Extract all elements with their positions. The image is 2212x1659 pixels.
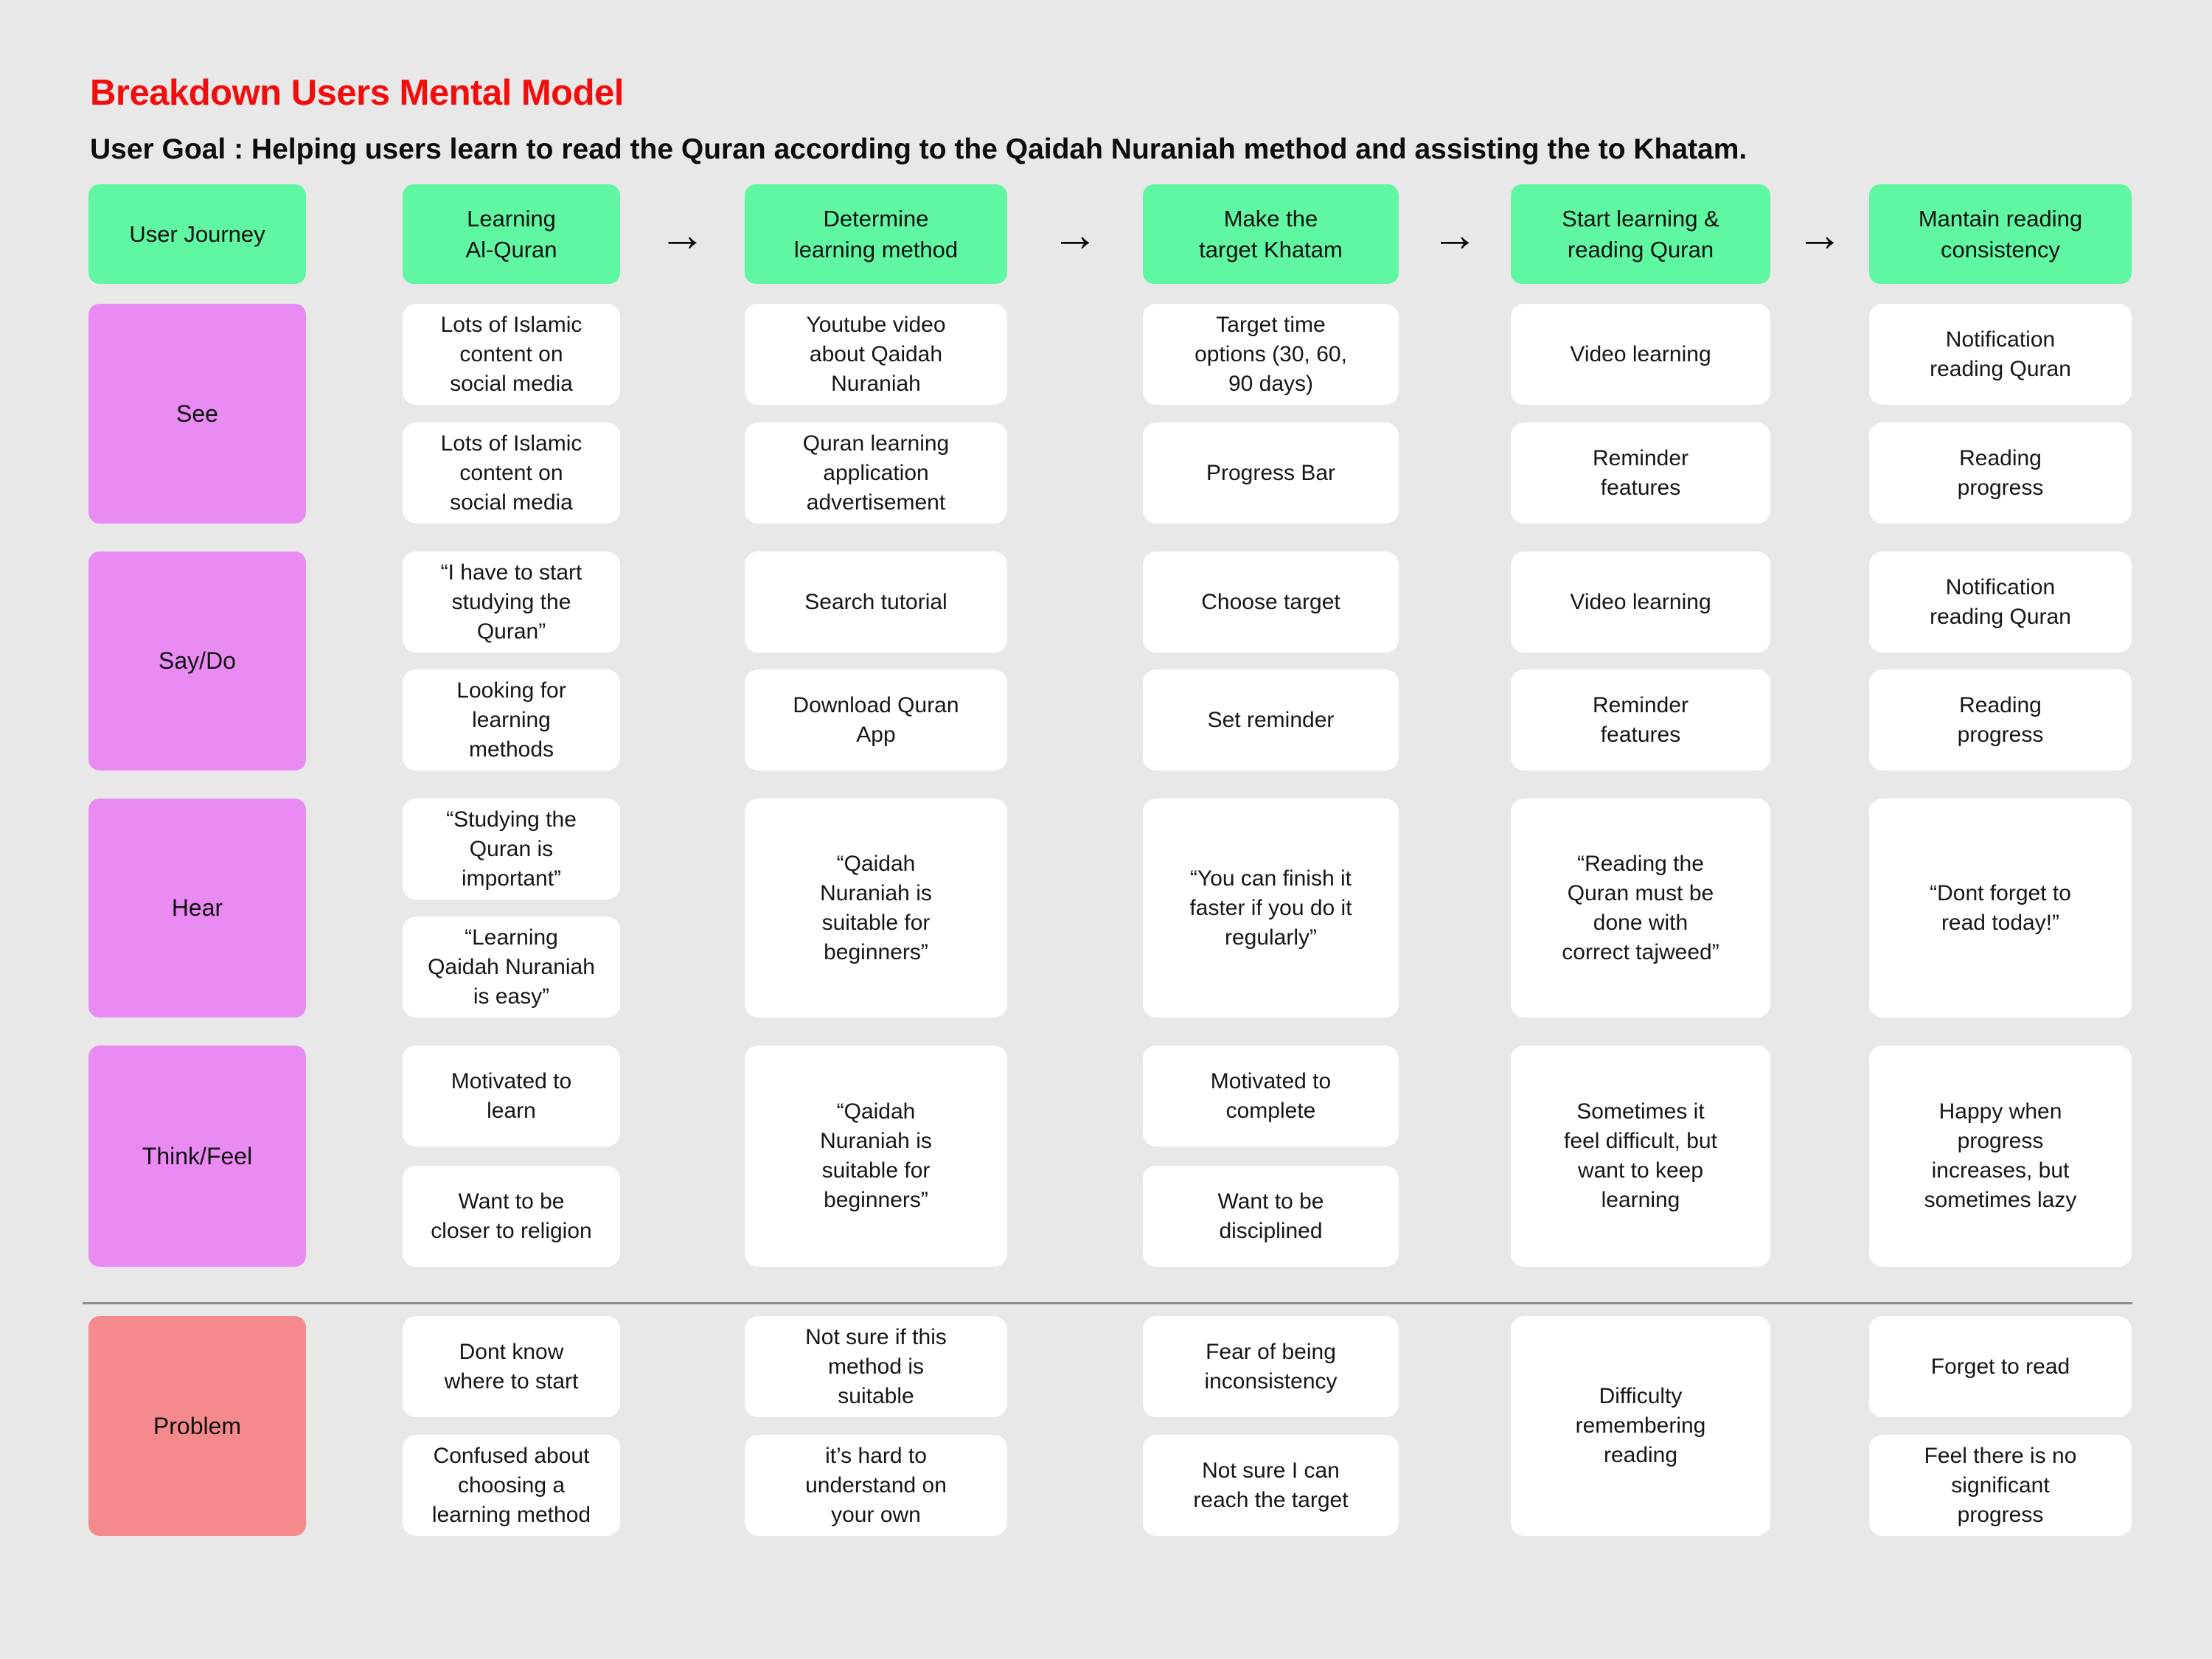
card: Target time options (30, 60, 90 days) <box>1143 304 1399 405</box>
cell: Difficulty remembering reading <box>1511 1316 1770 1536</box>
card: Video learning <box>1511 304 1770 405</box>
card: Happy when progress increases, but somet… <box>1869 1046 2132 1267</box>
card: “Learning Qaidah Nuraniah is easy” <box>403 917 620 1018</box>
card: “Qaidah Nuraniah is suitable for beginne… <box>745 1046 1007 1267</box>
card: Difficulty remembering reading <box>1511 1316 1770 1536</box>
cell: “Reading the Quran must be done with cor… <box>1511 799 1770 1018</box>
card: “I have to start studying the Quran” <box>403 552 620 653</box>
card: Reminder features <box>1511 422 1770 524</box>
card: Lots of Islamic content on social media <box>403 304 620 405</box>
stage-header: Mantain reading consistency <box>1869 184 2132 284</box>
stage-header: Determine learning method <box>745 184 1007 284</box>
card: Want to be closer to religion <box>403 1166 620 1267</box>
card: Motivated to learn <box>403 1046 620 1147</box>
journey-grid: User Journey Learning Al-Quran → Determine … <box>88 184 2132 1536</box>
cell: “You can finish it faster if you do it r… <box>1143 799 1399 1018</box>
card: Fear of being inconsistency <box>1143 1316 1399 1417</box>
card: Youtube video about Qaidah Nuraniah <box>745 304 1007 405</box>
cell: Sometimes it feel difficult, but want to… <box>1511 1046 1770 1267</box>
card: Search tutorial <box>745 552 1007 653</box>
card: it’s hard to understand on your own <box>745 1435 1007 1536</box>
card: Motivated to complete <box>1143 1046 1399 1147</box>
cell: “Dont forget to read today!” <box>1869 799 2132 1018</box>
card: Lots of Islamic content on social media <box>403 422 620 524</box>
card: Progress Bar <box>1143 422 1399 524</box>
corner-header-user-journey: User Journey <box>88 184 306 284</box>
card: Looking for learning methods <box>403 669 620 771</box>
card: Sometimes it feel difficult, but want to… <box>1511 1046 1770 1267</box>
card: Notification reading Quran <box>1869 304 2132 405</box>
card: “Studying the Quran is important” <box>403 799 620 900</box>
row-label-think-feel: Think/Feel <box>88 1046 306 1267</box>
card: Download Quran App <box>745 669 1007 771</box>
card: Notification reading Quran <box>1869 552 2132 653</box>
user-goal-subtitle: User Goal : Helping users learn to read … <box>90 133 1747 165</box>
card: Reading progress <box>1869 422 2132 524</box>
card: Video learning <box>1511 552 1770 653</box>
card: “Reading the Quran must be done with cor… <box>1511 799 1770 1018</box>
cell: “Qaidah Nuraniah is suitable for beginne… <box>745 1046 1007 1267</box>
row-label-hear: Hear <box>88 799 306 1018</box>
card: “You can finish it faster if you do it r… <box>1143 799 1399 1018</box>
page-title: Breakdown Users Mental Model <box>90 73 624 113</box>
stage-header: Start learning & reading Quran <box>1511 184 1770 284</box>
cell: “Studying the Quran is important” “Learni… <box>403 799 620 1018</box>
card: Reading progress <box>1869 669 2132 771</box>
card: Feel there is no significant progress <box>1869 1435 2132 1536</box>
card: Set reminder <box>1143 669 1399 771</box>
cell: Target time options (30, 60, 90 days) Pro… <box>1143 304 1399 524</box>
cell: “I have to start studying the Quran” Look… <box>403 552 620 771</box>
arrow-right-icon: → <box>1051 207 1099 261</box>
cell: Not sure if this method is suitable it’s … <box>745 1316 1007 1536</box>
card: Forget to read <box>1869 1316 2132 1417</box>
stage-header: Learning Al-Quran <box>403 184 620 284</box>
arrow-right-icon: → <box>1796 207 1843 261</box>
cell: Happy when progress increases, but somet… <box>1869 1046 2132 1267</box>
card: Not sure I can reach the target <box>1143 1435 1399 1536</box>
card: Reminder features <box>1511 669 1770 771</box>
card: Choose target <box>1143 552 1399 653</box>
cell: “Qaidah Nuraniah is suitable for beginne… <box>745 799 1007 1018</box>
card: Dont know where to start <box>403 1316 620 1417</box>
row-label-say-do: Say/Do <box>88 552 306 771</box>
arrow-right-icon: → <box>658 207 706 261</box>
card: “Dont forget to read today!” <box>1869 799 2132 1018</box>
card: Want to be disciplined <box>1143 1166 1399 1267</box>
stage-header: Make the target Khatam <box>1143 184 1399 284</box>
arrow-right-icon: → <box>1431 207 1478 261</box>
card: Not sure if this method is suitable <box>745 1316 1007 1417</box>
problem-divider-line <box>83 1302 2132 1304</box>
card: “Qaidah Nuraniah is suitable for beginne… <box>745 799 1007 1018</box>
card: Quran learning application advertisement <box>745 422 1007 524</box>
row-label-problem: Problem <box>88 1316 306 1536</box>
row-label-see: See <box>88 304 306 524</box>
card: Confused about choosing a learning metho… <box>403 1435 620 1536</box>
